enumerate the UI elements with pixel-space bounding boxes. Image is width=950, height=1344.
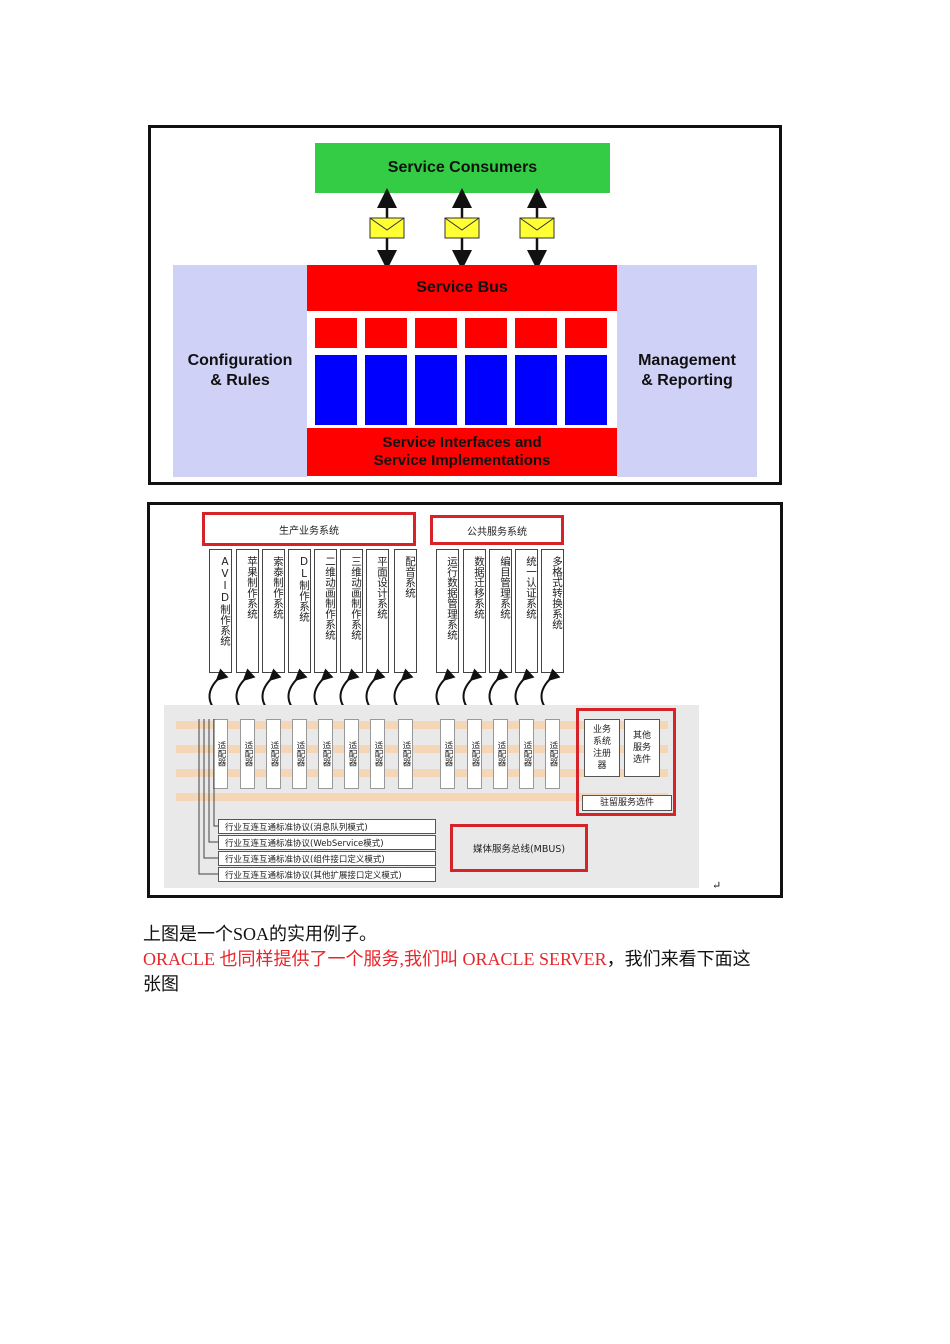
system-box: 统一认证系统 xyxy=(515,549,538,673)
service-blue-cell xyxy=(315,355,357,425)
adapter-box: 适配器 xyxy=(440,719,455,789)
adapter-box: 适配器 xyxy=(266,719,281,789)
service-implementations-label: Service Interfaces and Service Implement… xyxy=(373,434,551,469)
adapter-box: 适配器 xyxy=(370,719,385,789)
adapter-box: 适配器 xyxy=(545,719,560,789)
system-label: 统一认证系统 xyxy=(525,556,537,619)
service-red-cell xyxy=(465,318,507,348)
system-label: 平面设计系统 xyxy=(376,556,388,619)
public-group-label: 公共服务系统 xyxy=(430,515,564,545)
service-red-cell xyxy=(365,318,407,348)
caption-black-text: ，我们来看下面这 xyxy=(606,949,751,969)
service-red-cell xyxy=(515,318,557,348)
bus-stripe xyxy=(176,793,668,801)
system-label: 配音系统 xyxy=(404,556,416,598)
bus-stripe xyxy=(176,721,668,729)
mbus-label: 媒体服务总线(MBUS) xyxy=(472,844,566,855)
media-bus-figure: 生产业务系统 公共服务系统 AVID制作系统 苹果制作系统 索泰制作系统 DL制… xyxy=(147,502,783,898)
registry-label: 业务系统注册器 xyxy=(592,725,611,771)
protocol-connectors xyxy=(198,719,218,875)
service-red-cell xyxy=(415,318,457,348)
envelope-arrow-2 xyxy=(444,188,480,270)
system-box: DL制作系统 xyxy=(288,549,311,673)
adapter-box: 适配器 xyxy=(493,719,508,789)
adapter-box: 适配器 xyxy=(344,719,359,789)
system-label: 数据迁移系统 xyxy=(473,556,485,619)
management-reporting-panel: Management & Reporting xyxy=(617,265,757,477)
other-components-label: 其他服务选件 xyxy=(632,731,651,765)
envelope-arrow-3 xyxy=(519,188,555,270)
system-label: 运行数据管理系统 xyxy=(446,556,458,640)
service-blue-cell xyxy=(365,355,407,425)
caption-line-3: 张图 xyxy=(143,974,179,994)
system-label: AVID制作系统 xyxy=(219,556,231,646)
caption-line-2: ORACLE 也同样提供了一个服务,我们叫 ORACLE SERVER，我们来看… xyxy=(143,947,751,972)
resident-components-box: 驻留服务选件 xyxy=(582,795,672,811)
system-box: AVID制作系统 xyxy=(209,549,232,673)
service-blue-cell xyxy=(515,355,557,425)
management-reporting-label: Management & Reporting xyxy=(638,352,736,389)
system-box: 配音系统 xyxy=(394,549,417,673)
bus-stripe xyxy=(176,769,668,777)
service-bus-bar: Service Bus xyxy=(307,265,617,311)
system-box: 苹果制作系统 xyxy=(236,549,259,673)
protocol-box: 行业互连互通标准协议(消息队列模式) xyxy=(218,819,436,834)
system-box: 编目管理系统 xyxy=(489,549,512,673)
adapter-box: 适配器 xyxy=(318,719,333,789)
system-box: 运行数据管理系统 xyxy=(436,549,459,673)
configuration-rules-panel: Configuration & Rules xyxy=(173,265,307,477)
message-arrows xyxy=(369,188,555,270)
protocol-box: 行业互连互通标准协议(其他扩展接口定义模式) xyxy=(218,867,436,882)
configuration-rules-label: Configuration & Rules xyxy=(187,352,293,389)
adapter-box: 适配器 xyxy=(213,719,228,789)
adapter-box: 适配器 xyxy=(240,719,255,789)
system-label: 苹果制作系统 xyxy=(246,556,258,619)
adapter-box: 适配器 xyxy=(467,719,482,789)
caption-red-text: ORACLE 也同样提供了一个服务,我们叫 ORACLE SERVER xyxy=(143,949,607,969)
protocol-box: 行业互连互通标准协议(WebService模式) xyxy=(218,835,436,850)
system-label: DL制作系统 xyxy=(298,556,310,622)
bus-stripe xyxy=(176,745,668,753)
return-mark: ↵ xyxy=(712,880,722,892)
service-blue-cell xyxy=(565,355,607,425)
system-box: 平面设计系统 xyxy=(366,549,389,673)
mbus-box xyxy=(450,824,588,872)
system-box: 二维动画制作系统 xyxy=(314,549,337,673)
system-label: 三维动画制作系统 xyxy=(350,556,362,640)
service-red-cell xyxy=(315,318,357,348)
registry-outline xyxy=(576,708,676,816)
system-label: 多格式转换系统 xyxy=(551,556,563,630)
protocol-box: 行业互连互通标准协议(组件接口定义模式) xyxy=(218,851,436,866)
service-consumers-box: Service Consumers xyxy=(315,143,610,193)
service-blue-cell xyxy=(465,355,507,425)
adapter-box: 适配器 xyxy=(292,719,307,789)
adapter-box: 适配器 xyxy=(519,719,534,789)
system-label: 二维动画制作系统 xyxy=(324,556,336,640)
system-box: 三维动画制作系统 xyxy=(340,549,363,673)
service-red-cell xyxy=(565,318,607,348)
envelope-arrow-1 xyxy=(369,188,405,270)
caption-line-1: 上图是一个SOA的实用例子。 xyxy=(143,924,378,944)
service-blue-cell xyxy=(415,355,457,425)
other-components-box: 其他服务选件 xyxy=(624,719,660,777)
registry-box: 业务系统注册器 xyxy=(584,719,620,777)
system-label: 编目管理系统 xyxy=(499,556,511,619)
service-implementations-bar: Service Interfaces and Service Implement… xyxy=(307,428,617,476)
soa-architecture-figure: Service Consumers Configuration & R xyxy=(148,125,782,485)
system-box: 数据迁移系统 xyxy=(463,549,486,673)
system-label: 索泰制作系统 xyxy=(272,556,284,619)
adapter-box: 适配器 xyxy=(398,719,413,789)
production-group-label: 生产业务系统 xyxy=(202,512,416,546)
